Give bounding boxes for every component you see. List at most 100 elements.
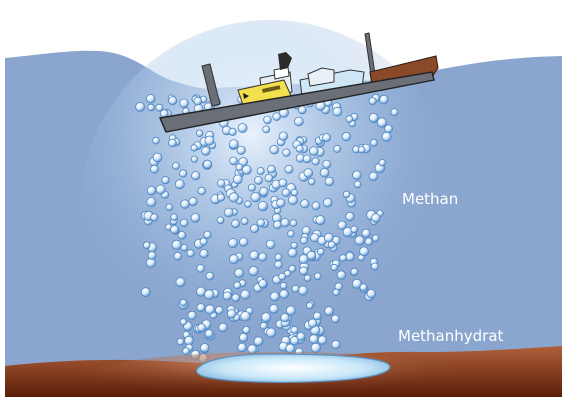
bubble-icon [302, 154, 312, 164]
bubble-icon [218, 322, 228, 333]
bubble-icon [327, 240, 336, 249]
bubble-icon [330, 263, 338, 272]
bubble-icon [147, 251, 157, 260]
bubble-icon [273, 220, 282, 230]
bubble-icon [332, 106, 343, 117]
bubble-icon [155, 103, 164, 112]
bubble-icon [179, 318, 188, 326]
bubble-icon [231, 293, 241, 303]
bubble-icon [240, 289, 251, 300]
bubble-icon [312, 311, 322, 321]
bubble-icon [176, 337, 185, 346]
bubble-icon [311, 157, 320, 166]
bubble-icon [317, 335, 328, 345]
bubble-icon [248, 265, 259, 277]
bubble-icon [288, 264, 297, 273]
bubble-icon [279, 289, 289, 299]
bubble-icon [298, 254, 309, 265]
bubble-icon [267, 164, 276, 174]
bubble-icon [342, 190, 351, 199]
bubble-icon [300, 236, 308, 245]
bubble-icon [272, 112, 282, 121]
bubble-icon [266, 327, 277, 338]
bubble-icon [353, 180, 362, 189]
bubble-icon [237, 123, 248, 133]
bubble-icon [274, 253, 283, 262]
bubble-icon [187, 310, 197, 320]
bubble-icon [294, 116, 304, 127]
bubble-icon [358, 146, 366, 154]
bubble-icon [165, 203, 173, 211]
bubble-icon [228, 192, 239, 203]
bubble-icon [278, 131, 289, 141]
bubble-icon [168, 96, 178, 106]
bubble-icon [390, 108, 399, 117]
bubble-icon [170, 213, 178, 221]
bubble-icon [186, 249, 195, 258]
bubble-icon [253, 336, 264, 347]
bubble-icon [233, 281, 242, 290]
bubble-icon [228, 254, 239, 265]
bubble-icon [177, 231, 187, 240]
bubble-icon [307, 318, 318, 328]
bubble-icon [145, 94, 156, 104]
bubble-icon [204, 329, 214, 339]
bubble-icon [238, 332, 249, 343]
bubble-icon [280, 313, 290, 323]
bubble-icon [204, 289, 215, 300]
bubble-icon [236, 145, 246, 155]
bubble-icon [269, 144, 280, 155]
ship-icon [159, 32, 439, 133]
bubble-icon [308, 334, 319, 344]
bubble-icon [359, 283, 368, 292]
bubble-icon [336, 270, 347, 280]
bubble-icon [228, 139, 239, 150]
bubble-icon [190, 213, 201, 223]
bubble-icon [222, 291, 232, 301]
bubble-icon [259, 321, 268, 330]
bubble-icon [199, 249, 209, 259]
bubble-icon [295, 144, 304, 153]
bubble-icon [332, 288, 340, 297]
bubble-icon [285, 305, 296, 316]
bubble-icon [247, 183, 256, 192]
bubble-icon [290, 326, 299, 334]
bubble-icon [202, 159, 213, 169]
bubble-icon [203, 230, 212, 239]
bubble-icon [191, 171, 201, 181]
bubble-icon [241, 164, 252, 175]
bubble-icon [350, 225, 359, 234]
bubble-icon [152, 136, 160, 145]
bubble-icon [232, 174, 243, 185]
bubble-icon [227, 238, 238, 249]
bubble-icon [216, 193, 226, 202]
bubble-icon [323, 232, 334, 243]
bubble-icon [372, 234, 380, 242]
bubble-icon [269, 291, 280, 302]
bubble-icon [308, 177, 316, 186]
bubble-icon [174, 179, 185, 190]
bubble-icon [313, 272, 322, 281]
bubble-icon [259, 186, 269, 197]
bubble-icon [249, 224, 259, 234]
bubble-icon [161, 176, 170, 185]
bubble-icon [269, 304, 279, 314]
bubble-icon [289, 335, 300, 346]
bubble-icon [322, 159, 332, 169]
bubble-icon [322, 197, 333, 208]
bubble-icon [297, 285, 308, 296]
bubble-icon [284, 164, 294, 174]
bubble-icon [168, 138, 177, 148]
bubble-icon [282, 148, 291, 157]
bubble-icon [352, 170, 362, 181]
bubble-icon [197, 186, 206, 196]
bubble-icon [201, 146, 211, 156]
bubble-icon [322, 133, 332, 143]
bubble-icon [256, 218, 265, 227]
bubble-icon [311, 201, 321, 211]
bubble-icon [261, 312, 272, 323]
bubble-icon [215, 306, 224, 315]
bubble-icon [257, 201, 268, 212]
bubble-icon [182, 347, 190, 355]
bubble-icon [371, 213, 381, 223]
